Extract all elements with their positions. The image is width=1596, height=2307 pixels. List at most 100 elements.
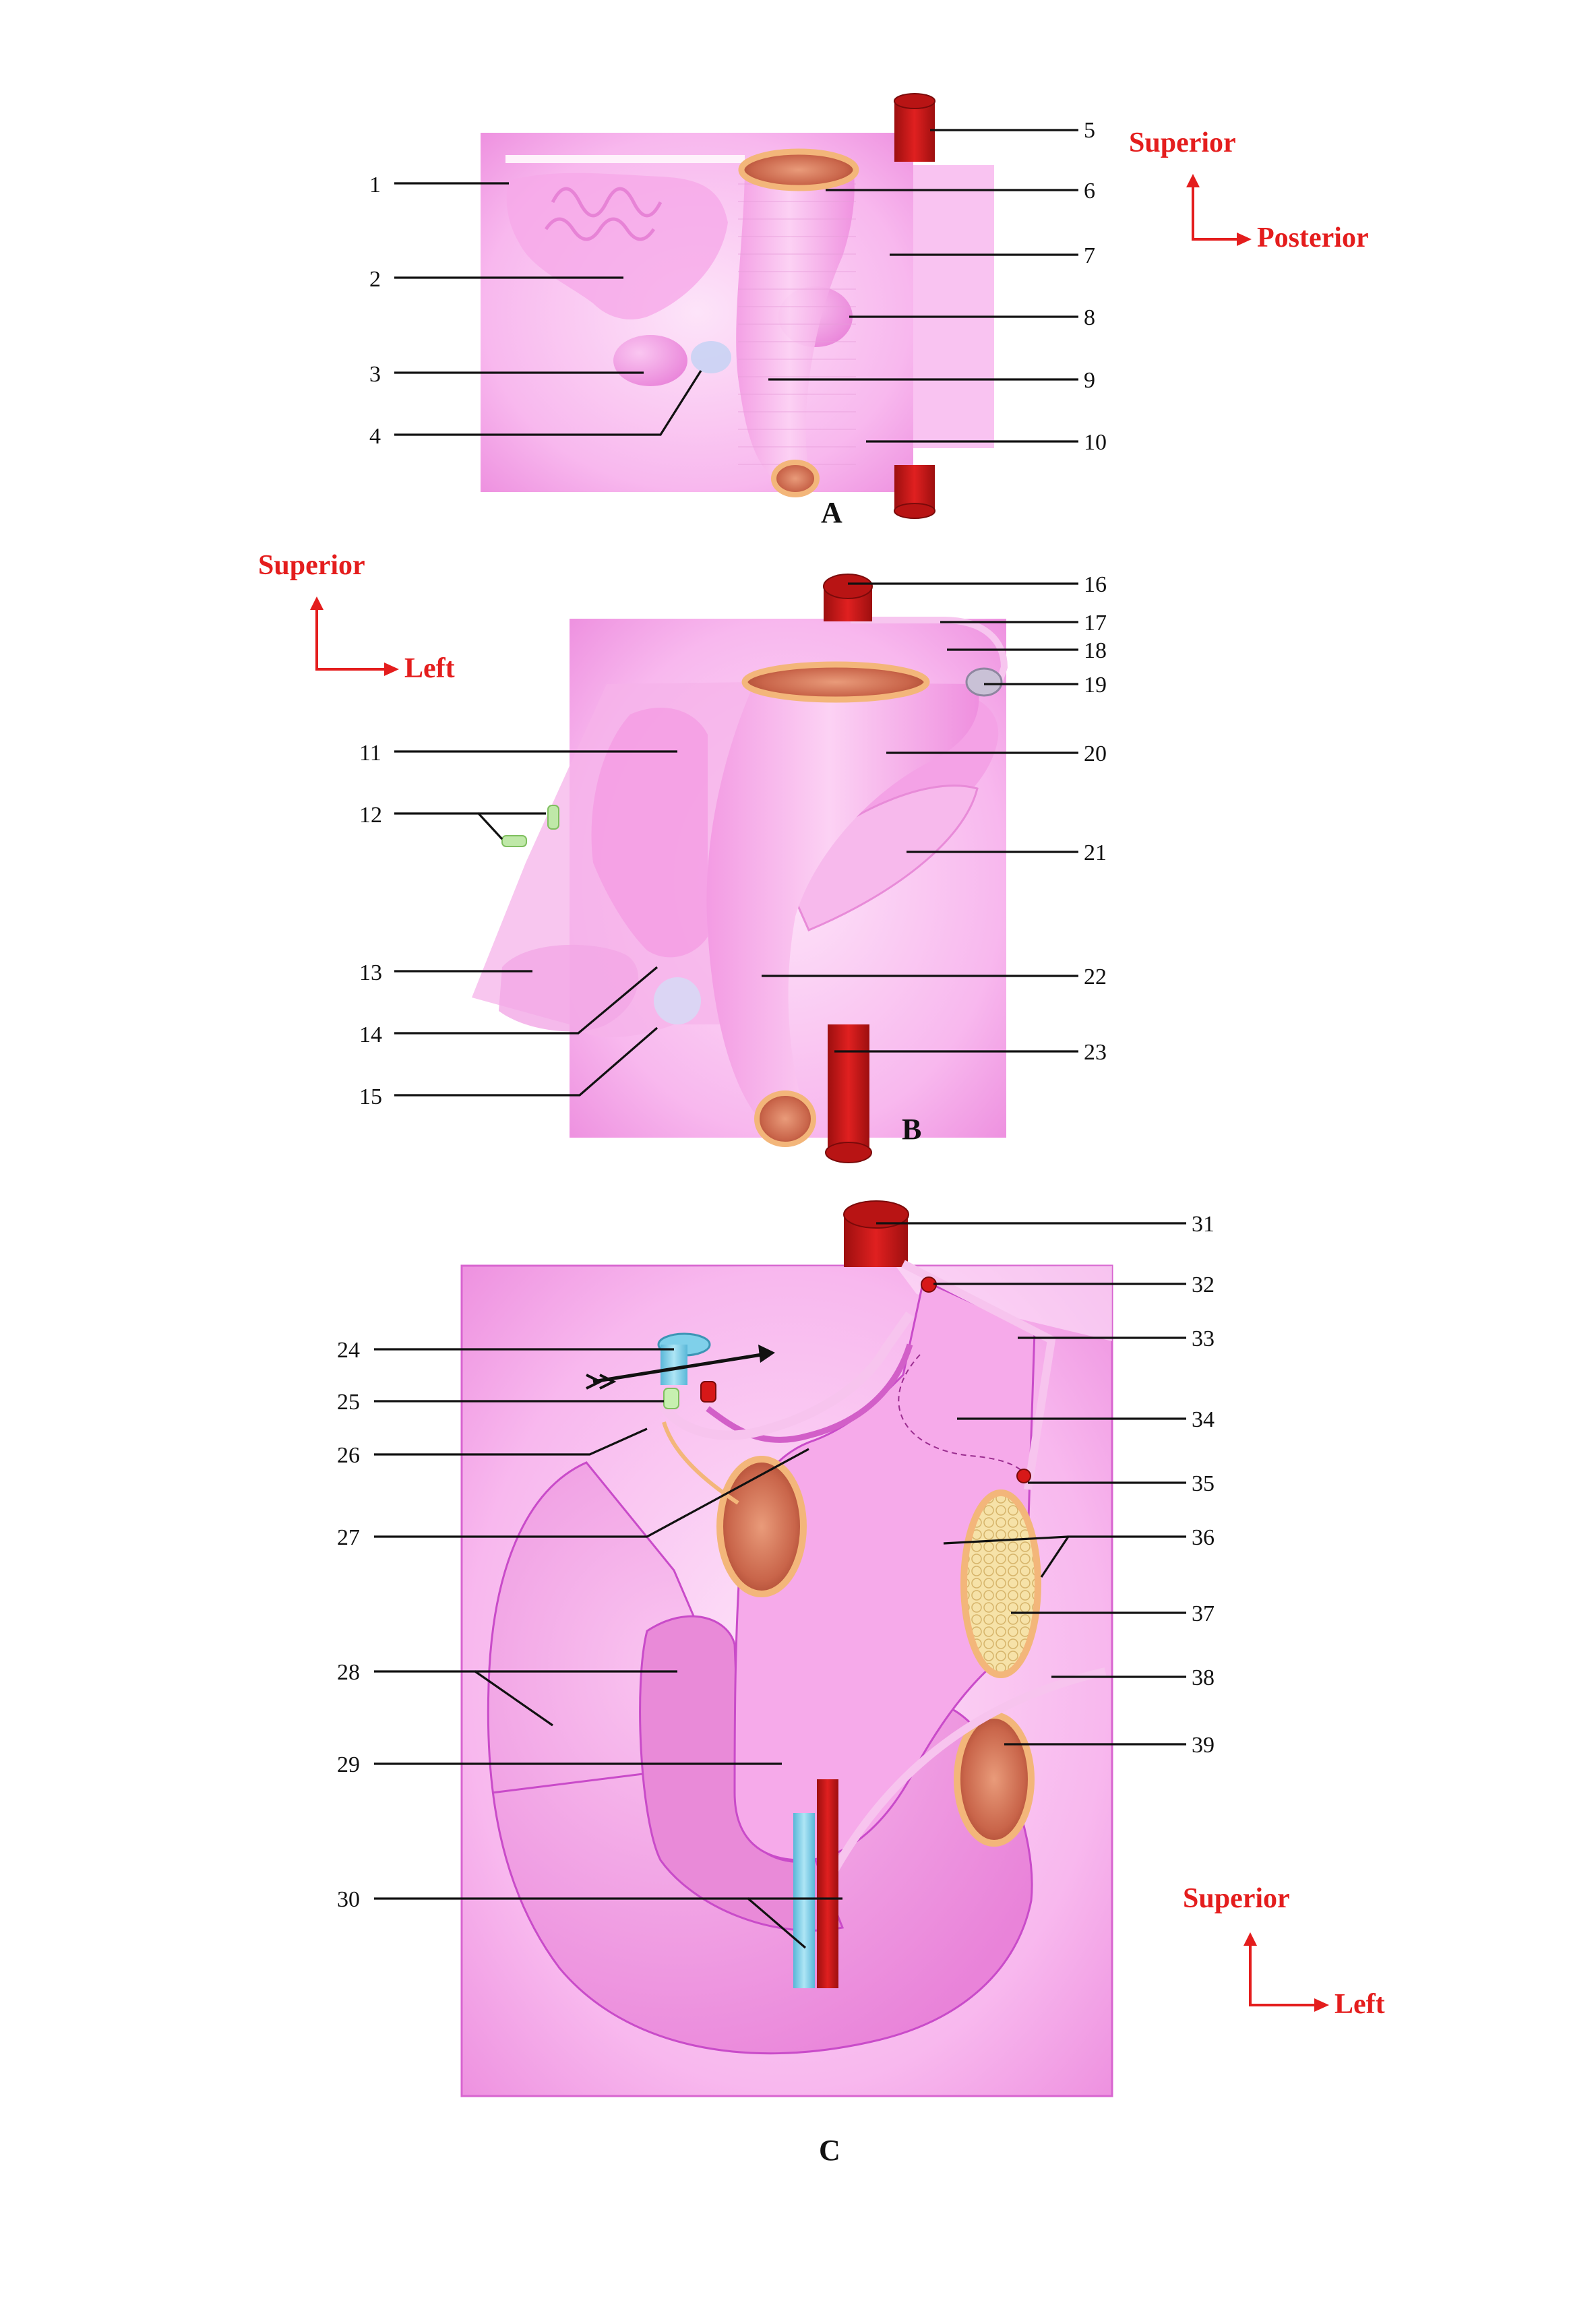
label-7: 7 [1084, 243, 1095, 268]
ivc-c [793, 1813, 815, 1988]
label-28: 28 [337, 1660, 360, 1685]
label-38: 38 [1192, 1665, 1215, 1690]
label-26: 26 [337, 1443, 360, 1468]
orientation-indicator-b: Superior Left [258, 550, 455, 684]
aorta-c-top [843, 1200, 909, 1229]
splenic-artery-c [901, 1260, 1056, 1490]
portal-vein-body-c [661, 1345, 687, 1385]
spleen-fat-c [960, 1489, 1041, 1678]
label-34: 34 [1192, 1407, 1215, 1432]
orientation-a-horizontal: Posterior [1257, 222, 1369, 253]
leader-14 [394, 966, 658, 1035]
hepatoduodenal-ligament-c [662, 1421, 739, 1505]
label-14: 14 [359, 1022, 382, 1047]
foramen-arrow-c [592, 1353, 762, 1384]
duodenum-lumen-c [716, 1456, 807, 1597]
label-35: 35 [1192, 1471, 1215, 1496]
orientation-indicator-a: Superior Posterior [1129, 127, 1369, 253]
colon-lumen-c [954, 1712, 1035, 1847]
gallbladder-b [499, 944, 639, 1032]
vitelline-duct-b-1 [547, 805, 559, 830]
panel-label-c: C [819, 2134, 840, 2167]
stomach-tube-b [706, 682, 979, 1129]
gallbladder-bud [613, 335, 687, 386]
label-20: 20 [1084, 741, 1107, 766]
aorta-b-bottom [825, 1142, 872, 1163]
label-24: 24 [337, 1338, 360, 1363]
foregut-lumen-top [738, 148, 859, 191]
vessel-35-c [1016, 1469, 1031, 1483]
orientation-b-arrow [315, 605, 388, 671]
leader-12 [394, 812, 503, 840]
label-18: 18 [1084, 638, 1107, 663]
orientation-c-arrowhead-right [1314, 1998, 1329, 2012]
label-39: 39 [1192, 1733, 1215, 1758]
liver-bud [506, 173, 728, 319]
label-15: 15 [359, 1084, 382, 1109]
orientation-c-arrow [1249, 1941, 1318, 2006]
label-16: 16 [1084, 572, 1107, 597]
label-37: 37 [1192, 1601, 1215, 1626]
label-2: 2 [369, 267, 381, 292]
leader-15 [394, 1026, 658, 1097]
label-36: 36 [1192, 1525, 1215, 1550]
bile-duct-c [663, 1388, 679, 1409]
panel-b: 11 12 13 14 15 16 17 18 19 20 21 22 23 B… [258, 550, 1107, 1163]
panel-label-b: B [902, 1113, 921, 1146]
duodenum-lumen-b [754, 1090, 816, 1147]
label-3: 3 [369, 362, 381, 387]
dorsal-mesogastrium-b [851, 617, 1008, 689]
foramen-arrow-tail-c [586, 1374, 617, 1390]
hepatic-cords [544, 187, 663, 241]
aorta-b-lower [828, 1024, 869, 1152]
pancreas-bud-b [654, 977, 701, 1024]
orientation-b-vertical: Superior [258, 550, 365, 581]
orientation-b-arrowhead-up [310, 596, 324, 610]
orientation-a-vertical: Superior [1129, 127, 1236, 158]
label-1: 1 [369, 173, 381, 197]
vitelline-duct-b-2 [501, 835, 527, 847]
aorta-lower-bottom [894, 503, 935, 519]
orientation-a-arrow [1192, 182, 1240, 241]
tube-striations [738, 168, 856, 479]
ventral-pancreatic-bud [691, 341, 731, 373]
label-30: 30 [337, 1887, 360, 1912]
label-17: 17 [1084, 611, 1107, 636]
label-8: 8 [1084, 305, 1095, 330]
orientation-c-vertical: Superior [1183, 1883, 1290, 1914]
leader-4 [394, 370, 702, 436]
orientation-b-horizontal: Left [404, 653, 455, 684]
lesser-omentum-c [656, 1311, 914, 1440]
orientation-c-horizontal: Left [1334, 1989, 1385, 2020]
panel-c: 24 25 26 27 28 29 30 31 32 33 34 35 36 3… [337, 1200, 1385, 2167]
label-10: 10 [1084, 430, 1107, 455]
spleen-primordium-b [965, 667, 1003, 697]
foramen-arrowhead-c [758, 1345, 775, 1363]
aorta-upper [894, 101, 935, 162]
aorta-c-lower [817, 1779, 838, 1988]
liver-b [591, 708, 708, 958]
foregut-lumen-bottom [771, 460, 820, 497]
stomach-lumen-top-b [741, 661, 930, 703]
label-19: 19 [1084, 673, 1107, 698]
label-25: 25 [337, 1390, 360, 1415]
orientation-indicator-c: Superior Left [1183, 1883, 1385, 2020]
label-33: 33 [1192, 1326, 1215, 1351]
leader-36b [943, 1535, 1069, 1545]
orientation-b-arrowhead-right [384, 663, 399, 676]
label-27: 27 [337, 1525, 360, 1550]
label-6: 6 [1084, 179, 1095, 204]
leader-26 [374, 1427, 648, 1456]
label-32: 32 [1192, 1272, 1215, 1297]
label-22: 22 [1084, 964, 1107, 989]
label-31: 31 [1192, 1212, 1215, 1237]
aorta-upper-top [894, 93, 935, 109]
label-12: 12 [359, 803, 382, 828]
leader-27 [374, 1448, 809, 1538]
lesser-curvature-c [706, 1343, 913, 1443]
panel-a: 1 2 3 4 5 6 7 8 9 10 A Superior Posterio… [369, 93, 1369, 529]
label-5: 5 [1084, 118, 1095, 143]
label-23: 23 [1084, 1040, 1107, 1065]
label-13: 13 [359, 960, 382, 985]
